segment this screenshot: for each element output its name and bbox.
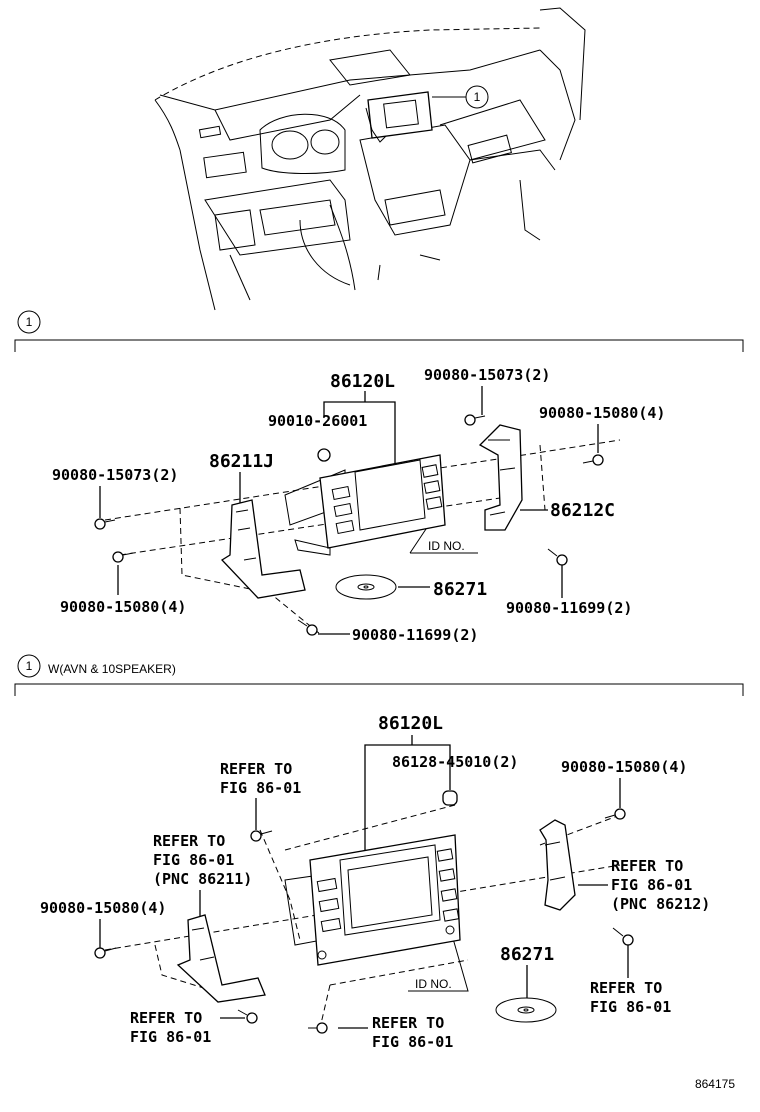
- part-90080-15080-right-s2: 90080-15080(4): [561, 758, 687, 776]
- callout-circle: [465, 85, 489, 109]
- dashboard-overview-illustration: 1: [154, 7, 586, 311]
- refer-left-line1: REFER TO: [153, 832, 225, 850]
- part-86128-45010: 86128-45010(2): [392, 753, 518, 771]
- refer-bottom-center-line1: REFER TO: [372, 1014, 444, 1032]
- disc-86271-icon-s2: [495, 997, 557, 1023]
- section-2-condition: W(AVN & 10SPEAKER): [48, 662, 176, 676]
- refer-bottom-right-line2: FIG 86-01: [590, 998, 671, 1016]
- figure-id: 864175: [695, 1077, 735, 1091]
- bracket-86212C: [478, 424, 523, 531]
- refer-right-line2: FIG 86-01: [611, 876, 692, 894]
- part-90080-11699-bottom: 90080-11699(2): [352, 626, 478, 644]
- refer-left-line2: FIG 86-01: [153, 851, 234, 869]
- callout-number: 1: [474, 90, 481, 104]
- section-2: 1 W(AVN & 10SPEAKER) 86120L REFER TO FIG…: [14, 654, 744, 1051]
- head-unit-86120L-s2: [284, 834, 461, 966]
- part-90080-15073-top: 90080-15073(2): [424, 366, 550, 384]
- part-86120L: 86120L: [330, 371, 395, 392]
- section-2-bracket: [14, 683, 744, 696]
- part-86271-s2: 86271: [500, 944, 554, 965]
- bracket-left-s2: [176, 914, 266, 1003]
- section-2-marker: 1: [26, 659, 33, 673]
- refer-left-line3: (PNC 86211): [153, 870, 252, 888]
- part-86212C: 86212C: [550, 500, 615, 521]
- refer-bottom-center-line2: FIG 86-01: [372, 1033, 453, 1051]
- spacer-86128-45010: [442, 790, 458, 806]
- section-2-marker-circle: [17, 654, 41, 678]
- part-90080-15080-left: 90080-15080(4): [60, 598, 186, 616]
- disc-86271-icon: [335, 574, 397, 600]
- refer-bottom-left-line2: FIG 86-01: [130, 1028, 211, 1046]
- refer-bottom-left-line1: REFER TO: [130, 1009, 202, 1027]
- part-86120L-s2: 86120L: [378, 713, 443, 734]
- id-no-2: ID NO.: [415, 977, 452, 991]
- refer-right-line3: (PNC 86212): [611, 895, 710, 913]
- section-1-bracket: [14, 339, 744, 352]
- part-86211J: 86211J: [209, 451, 274, 472]
- id-no-1: ID NO.: [428, 539, 465, 553]
- bracket-right-s2: [539, 819, 576, 911]
- screw-icon: [94, 414, 604, 636]
- part-90080-15080-right: 90080-15080(4): [539, 404, 665, 422]
- section-1: 1 86120L 90080-15073(2) 90010-26001 9008…: [14, 310, 744, 644]
- refer-top-left-line1: REFER TO: [220, 760, 292, 778]
- head-unit-86120L: [284, 454, 446, 556]
- section-1-marker-circle: [17, 310, 41, 334]
- refer-right-line1: REFER TO: [611, 857, 683, 875]
- bracket-86211J: [220, 499, 306, 599]
- part-90080-15080-left-s2: 90080-15080(4): [40, 899, 166, 917]
- part-90010-26001: 90010-26001: [268, 412, 367, 430]
- part-90080-15073-left: 90080-15073(2): [52, 466, 178, 484]
- refer-bottom-right-line1: REFER TO: [590, 979, 662, 997]
- section-1-marker: 1: [26, 315, 33, 329]
- part-86271: 86271: [433, 579, 487, 600]
- refer-top-left-line2: FIG 86-01: [220, 779, 301, 797]
- collar-90010-26001: [317, 448, 331, 462]
- part-90080-11699-right: 90080-11699(2): [506, 599, 632, 617]
- head-unit-location: [365, 91, 433, 143]
- screw-icon-s2: [94, 808, 634, 1034]
